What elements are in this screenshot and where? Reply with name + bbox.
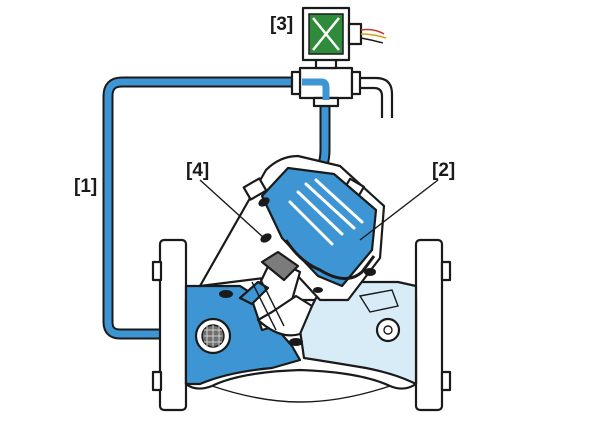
label-solenoid: [3] xyxy=(270,14,293,35)
solenoid-valve xyxy=(301,6,387,62)
label-seal: [4] xyxy=(186,160,209,181)
pilot-tube xyxy=(102,76,300,340)
leader-seal xyxy=(199,179,265,239)
leader-diaphragm xyxy=(359,179,439,241)
bonnet xyxy=(198,154,386,346)
label-pilot-tube: [1] xyxy=(74,176,97,197)
label-diaphragm: [2] xyxy=(432,160,455,181)
pilot-tee xyxy=(290,56,394,183)
leader-lines xyxy=(199,179,439,241)
